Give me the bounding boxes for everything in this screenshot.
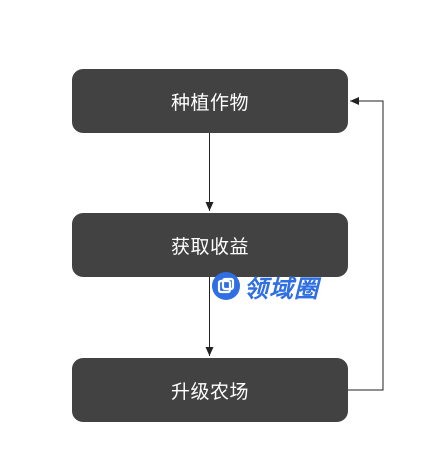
watermark-text: 领域圈 <box>244 274 319 303</box>
node-upgrade-farm: 升级农场 <box>72 358 348 422</box>
watermark: 领域圈 <box>212 270 319 303</box>
arrow-upgrade-to-plant <box>348 97 384 391</box>
node-plant-crops: 种植作物 <box>72 69 348 133</box>
watermark-logo-icon <box>212 272 240 300</box>
node-label: 升级农场 <box>170 380 249 403</box>
node-earn-income: 获取收益 <box>72 213 348 277</box>
node-label: 种植作物 <box>170 91 249 114</box>
node-label: 获取收益 <box>170 235 249 258</box>
